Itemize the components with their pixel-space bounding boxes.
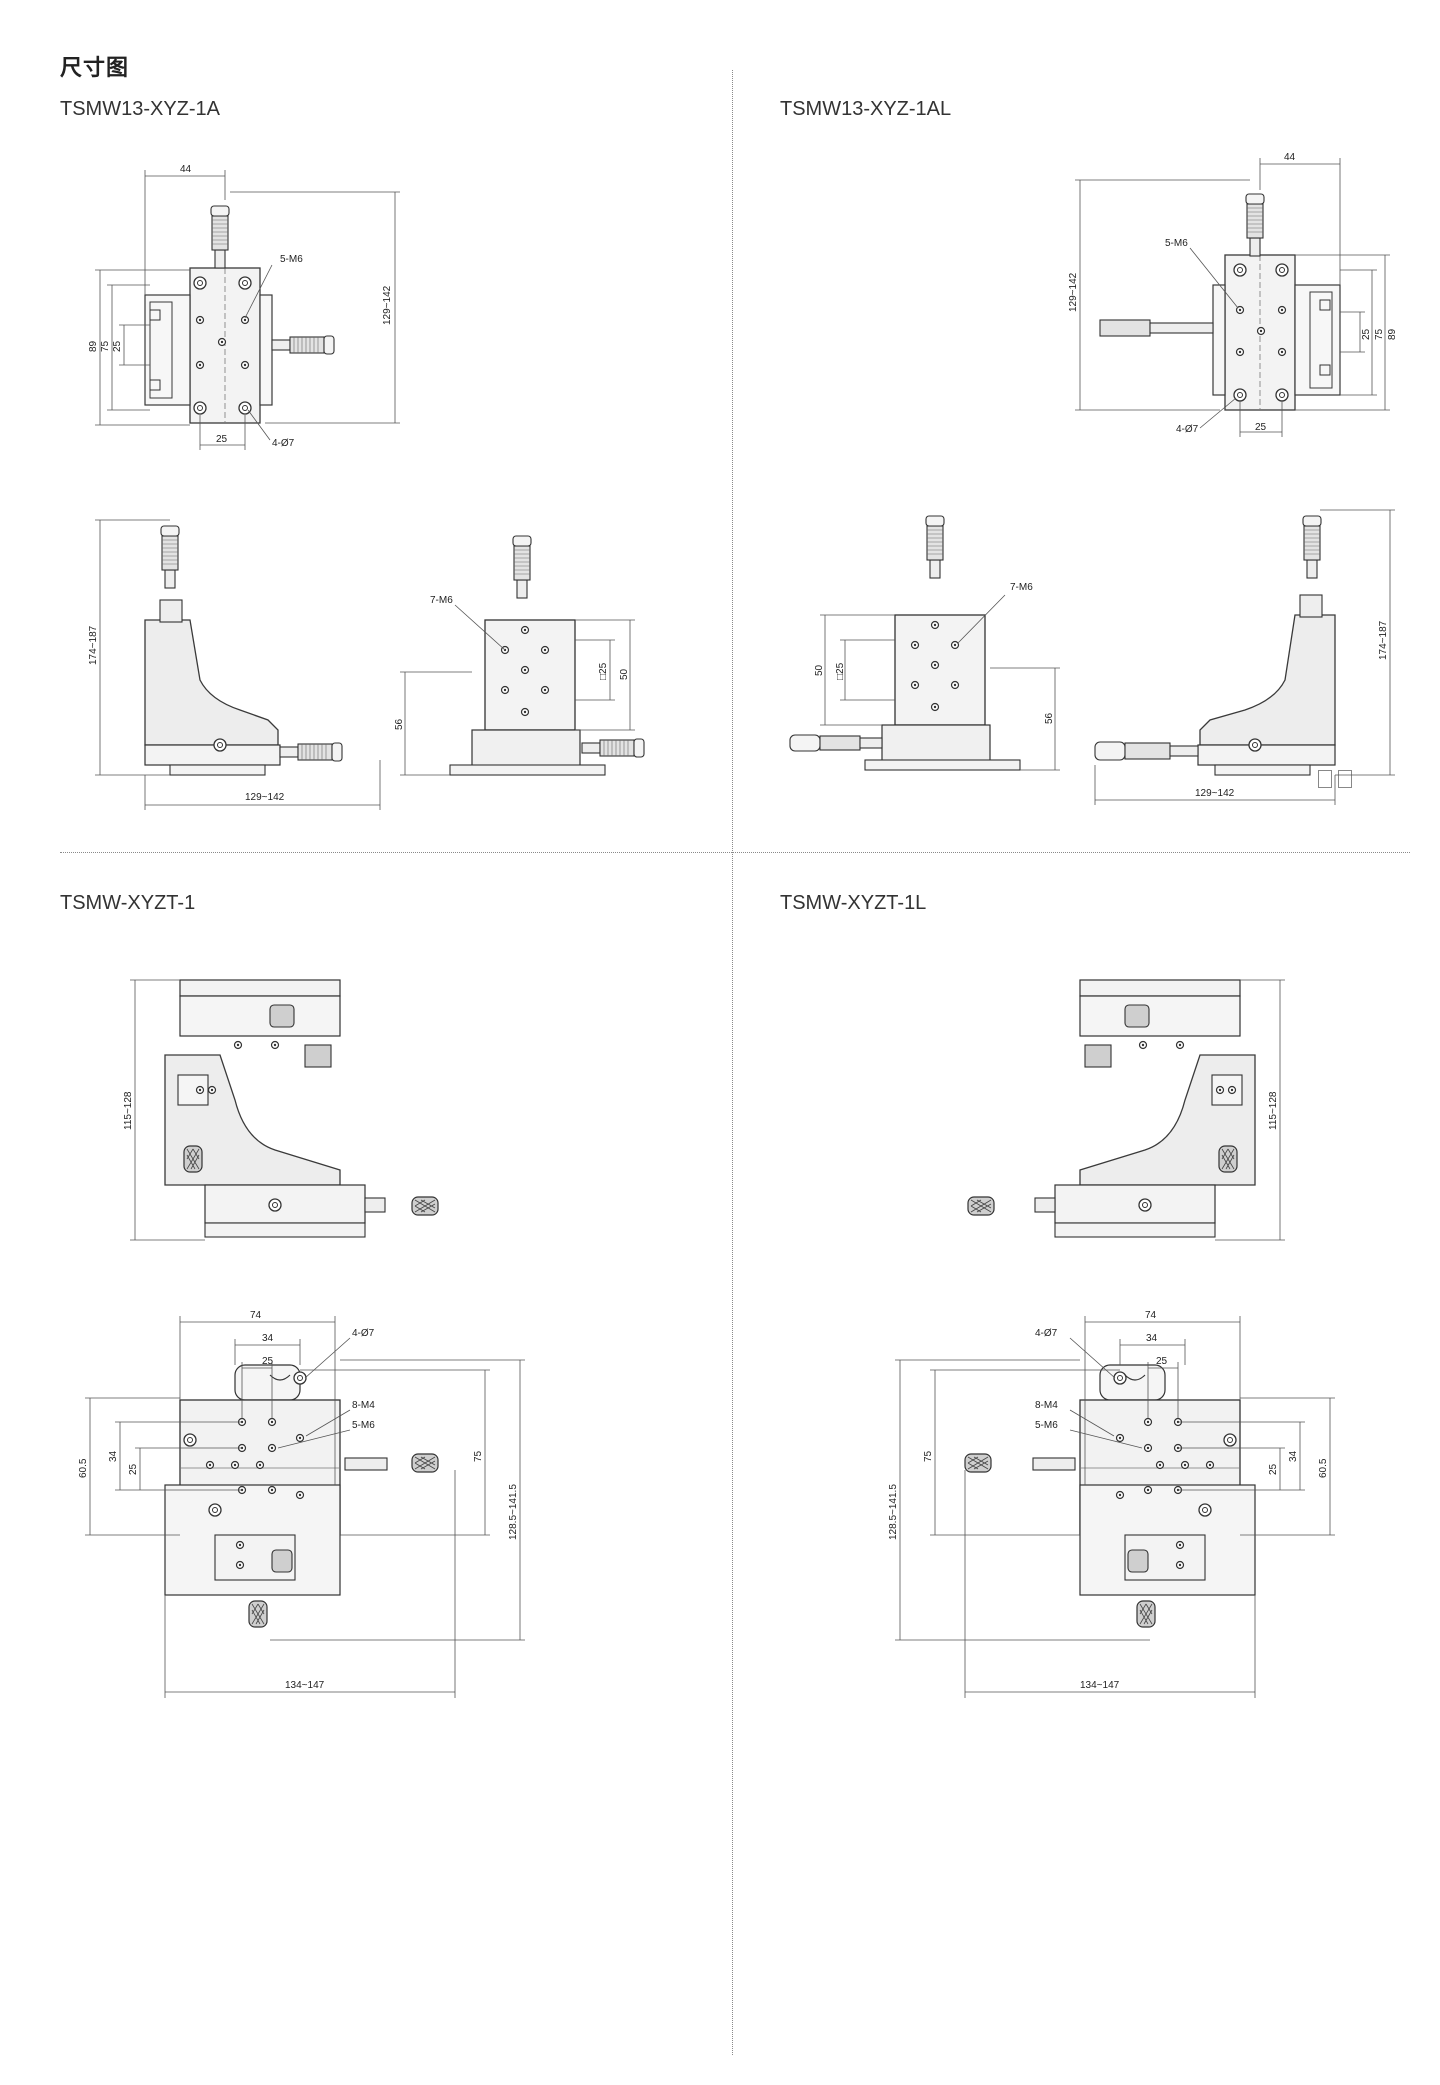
dim-al-7m6: 7-M6 <box>1010 582 1033 593</box>
dim-a-174-187: 174~187 <box>88 625 99 665</box>
dim-al-4d7: 4-Ø7 <box>1176 424 1199 435</box>
dim-a-50: 50 <box>619 668 630 680</box>
dim-al-side-129-142: 129~142 <box>1195 788 1235 799</box>
xyz-1al-side-view: 174~187 129~142 <box>1094 509 1395 805</box>
dim-a-75: 75 <box>100 340 111 352</box>
dim-a-w25: 25 <box>216 434 228 445</box>
dim-t-74: 74 <box>250 1310 262 1321</box>
dim-tl-5m6: 5-M6 <box>1035 1420 1058 1431</box>
dim-al-44: 44 <box>1284 152 1296 163</box>
xyz-1a-side-view: 174~187 129~142 <box>88 519 381 810</box>
dim-a-44: 44 <box>180 164 192 175</box>
dim-t-115-128: 115~128 <box>123 1091 134 1130</box>
page-title: 尺寸图 <box>60 56 130 81</box>
dim-t-25: 25 <box>262 1356 274 1367</box>
dim-t-h25: 25 <box>128 1463 139 1475</box>
dim-t-h34: 34 <box>108 1450 119 1462</box>
dim-tl-h34: 34 <box>1288 1450 1299 1462</box>
dim-tl-74: 74 <box>1145 1310 1157 1321</box>
dim-a-56: 56 <box>394 718 405 730</box>
dim-t-134-147: 134~147 <box>285 1680 325 1691</box>
dim-t-60-5: 60.5 <box>78 1458 89 1478</box>
dim-t-4d7: 4-Ø7 <box>352 1328 375 1339</box>
dim-al-56: 56 <box>1044 712 1055 724</box>
dim-tl-60-5: 60.5 <box>1318 1458 1329 1478</box>
dim-a-7m6: 7-M6 <box>430 595 453 606</box>
model-label-xyzt-1l: TSMW-XYZT-1L <box>780 892 927 914</box>
dim-a-25: 25 <box>112 340 123 352</box>
xyz-1a-top-view: 44 5-M6 129~142 89 75 25 25 4-Ø7 <box>88 164 400 450</box>
dim-al-sq25: □25 <box>835 662 846 680</box>
xyz-1al-front-view: 7-M6 □25 50 56 <box>789 515 1060 771</box>
checkbox-glyph <box>1318 770 1332 788</box>
dim-tl-25: 25 <box>1156 1356 1168 1367</box>
vertical-divider <box>732 70 733 2055</box>
dim-al-w25: 25 <box>1255 422 1267 433</box>
dim-al-89: 89 <box>1387 328 1398 340</box>
xyzt-1-side-view: 115~128 <box>123 979 439 1241</box>
dim-al-129-142: 129~142 <box>1068 272 1079 312</box>
dim-tl-134-147: 134~147 <box>1080 1680 1120 1691</box>
dim-a-side-129-142: 129~142 <box>245 792 285 803</box>
dim-al-75: 75 <box>1374 328 1385 340</box>
model-label-xyz-1a: TSMW13-XYZ-1A <box>60 98 221 120</box>
xyzt-1l-side-view: 115~128 <box>967 979 1285 1241</box>
dim-t-128-141: 128.5~141.5 <box>508 1484 519 1540</box>
dim-tl-34: 34 <box>1146 1333 1158 1344</box>
dim-a-129-142: 129~142 <box>382 285 393 325</box>
model-label-xyzt-1: TSMW-XYZT-1 <box>60 892 196 914</box>
dim-a-sq25: □25 <box>598 662 609 680</box>
dim-t-75: 75 <box>473 1450 484 1462</box>
dim-t-5m6: 5-M6 <box>352 1420 375 1431</box>
xyz-1al-top-view: 44 5-M6 129~142 89 75 25 25 4-Ø7 <box>1068 152 1398 437</box>
dim-t-34: 34 <box>262 1333 274 1344</box>
xyzt-1l-top-view: 74 34 25 4-Ø7 8-M4 5-M6 60.5 34 25 75 12… <box>888 1310 1335 1698</box>
checkbox-glyph <box>1338 770 1352 788</box>
dim-al-50: 50 <box>814 664 825 676</box>
dim-tl-75: 75 <box>923 1450 934 1462</box>
dim-a-4d7: 4-Ø7 <box>272 438 295 449</box>
dim-tl-4d7: 4-Ø7 <box>1035 1328 1058 1339</box>
dim-t-8m4: 8-M4 <box>352 1400 375 1411</box>
horizontal-divider <box>60 852 1410 853</box>
model-label-xyz-1al: TSMW13-XYZ-1AL <box>780 98 952 120</box>
dim-tl-115-128: 115~128 <box>1268 1091 1279 1130</box>
dim-tl-128-141: 128.5~141.5 <box>888 1484 899 1540</box>
dim-a-5m6: 5-M6 <box>280 254 303 265</box>
dim-tl-h25: 25 <box>1268 1463 1279 1475</box>
xyz-1a-front-view: 7-M6 □25 50 56 <box>394 535 645 776</box>
dim-al-5m6: 5-M6 <box>1165 238 1188 249</box>
xyzt-1-top-view: 74 34 25 4-Ø7 8-M4 5-M6 60.5 34 25 75 12… <box>78 1310 525 1698</box>
dim-al-174-187: 174~187 <box>1378 620 1389 660</box>
dim-a-89: 89 <box>88 340 99 352</box>
dim-al-25: 25 <box>1361 328 1372 340</box>
dim-tl-8m4: 8-M4 <box>1035 1400 1058 1411</box>
